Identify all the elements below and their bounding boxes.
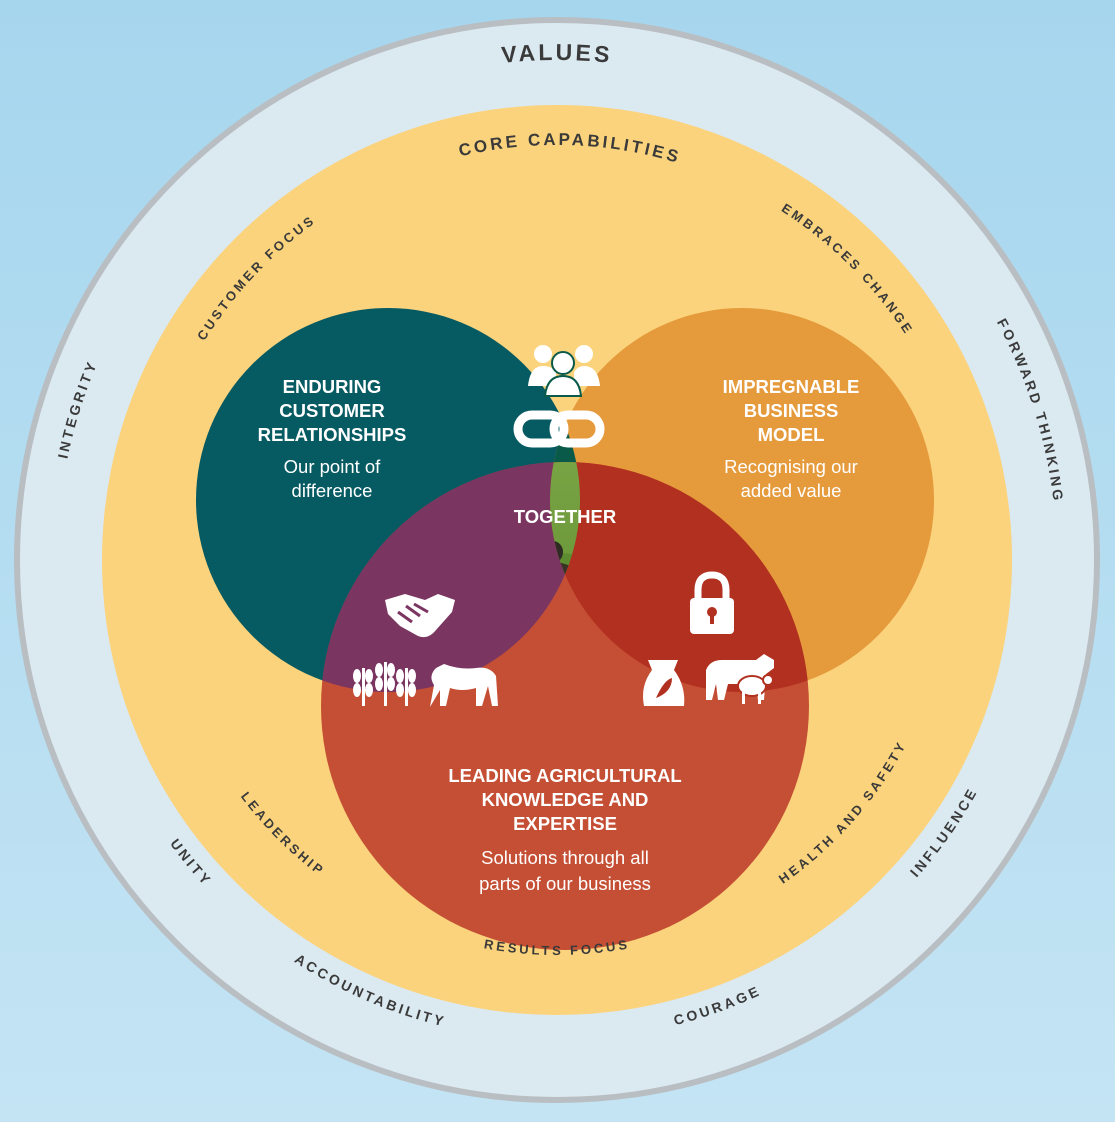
cow-and-sheep-icon	[706, 654, 774, 704]
customer-title-line-3: RELATIONSHIPS	[258, 424, 407, 445]
agriculture-title-line-2: KNOWLEDGE AND	[482, 789, 649, 810]
padlock-icon	[690, 571, 734, 634]
agriculture-subtitle-line-1: Solutions through all	[481, 847, 649, 868]
business-title-line-3: MODEL	[758, 424, 825, 445]
together-label: TOGETHER	[514, 506, 616, 527]
feed-sack-icon	[643, 660, 685, 706]
business-circle-caption: IMPREGNABLE BUSINESS MODEL Recognising o…	[723, 376, 860, 501]
agriculture-subtitle-line-2: parts of our business	[479, 873, 651, 894]
customer-circle-caption: ENDURING CUSTOMER RELATIONSHIPS Our poin…	[258, 376, 407, 501]
business-subtitle-line-2: added value	[741, 480, 842, 501]
agriculture-title-line-1: LEADING AGRICULTURAL	[448, 765, 681, 786]
handshake-icon	[385, 594, 455, 638]
overlap-customer-agriculture	[321, 462, 580, 692]
chain-link-icon	[513, 410, 605, 448]
agriculture-circle-caption: LEADING AGRICULTURAL KNOWLEDGE AND EXPER…	[448, 765, 681, 894]
business-title-line-2: BUSINESS	[744, 400, 839, 421]
overlap-business-agriculture	[550, 462, 809, 692]
agriculture-title-line-3: EXPERTISE	[513, 813, 617, 834]
core-results-focus: RESULTS FOCUS	[483, 936, 631, 958]
customer-title-line-2: CUSTOMER	[279, 400, 385, 421]
horse-icon	[430, 664, 498, 707]
customer-subtitle-line-1: Our point of	[284, 456, 382, 477]
business-title-line-1: IMPREGNABLE	[723, 376, 860, 397]
people-group-icon	[528, 345, 600, 397]
wheat-icon	[353, 662, 416, 706]
business-subtitle-line-1: Recognising our	[724, 456, 858, 477]
customer-subtitle-line-2: difference	[292, 480, 373, 501]
customer-title-line-1: ENDURING	[283, 376, 382, 397]
